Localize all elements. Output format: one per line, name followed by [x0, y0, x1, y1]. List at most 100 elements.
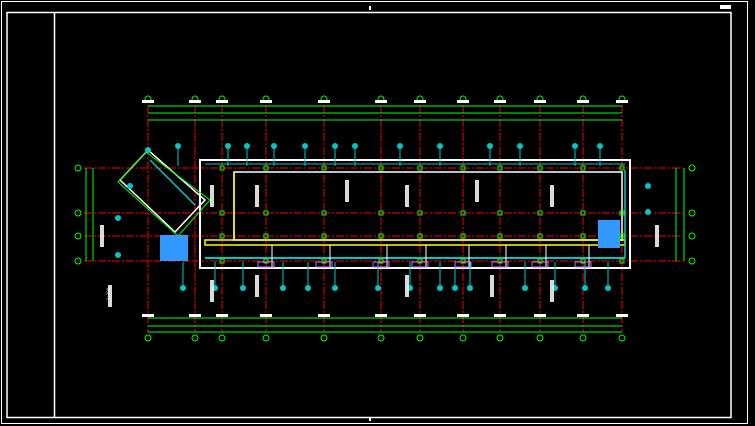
column — [460, 233, 466, 239]
annotation-text — [255, 185, 259, 207]
column — [263, 233, 269, 239]
fixture-tag-side — [127, 183, 133, 189]
column — [497, 258, 503, 264]
fixture-tag-top — [397, 143, 403, 149]
fixture-tag-side — [115, 252, 121, 258]
fixture-tag-top — [332, 143, 338, 149]
annotation-text — [405, 275, 409, 297]
column — [321, 165, 327, 171]
stair-right — [598, 220, 620, 248]
column — [460, 258, 466, 264]
fixture-tag-top — [352, 143, 358, 149]
annotation-text — [255, 275, 259, 297]
dimension-text-bottom — [375, 314, 387, 317]
angled-wing-pipe — [149, 159, 196, 206]
axis-bubble-left — [74, 209, 82, 217]
axis-bubble-right — [688, 164, 696, 172]
annotation-text — [655, 225, 659, 247]
fixture — [411, 261, 429, 268]
column — [417, 210, 423, 216]
annotation-text — [475, 180, 479, 202]
title-tag — [720, 5, 731, 9]
column — [219, 258, 225, 264]
dimension-text-top — [577, 100, 589, 103]
fixture-tag-bottom — [240, 285, 246, 291]
column — [580, 258, 586, 264]
fixture-tag-top — [175, 143, 181, 149]
axis-bubble-bottom — [496, 334, 504, 342]
fixture-tag-bottom — [467, 285, 473, 291]
axis-bubble-bottom — [320, 334, 328, 342]
column — [219, 165, 225, 171]
annotation-text — [405, 185, 409, 207]
column — [378, 210, 384, 216]
column — [263, 165, 269, 171]
fixture-tag-top — [487, 143, 493, 149]
column — [460, 165, 466, 171]
fixture-tag-top — [572, 143, 578, 149]
fixture-tag-side — [145, 147, 151, 153]
fixture-tag-bottom — [180, 285, 186, 291]
corridor — [204, 239, 626, 246]
fixture-tag-top — [244, 143, 250, 149]
annotation-text — [210, 280, 214, 302]
dimension-text-bottom — [616, 314, 628, 317]
column — [460, 210, 466, 216]
dimension-text-bottom — [414, 314, 426, 317]
axis-bubble-bottom — [377, 334, 385, 342]
dimension-text-top — [534, 100, 546, 103]
column — [537, 258, 543, 264]
fixture-tag-top — [597, 143, 603, 149]
column — [321, 258, 327, 264]
axis-bubble-right — [688, 232, 696, 240]
fixture-tag-bottom — [437, 285, 443, 291]
column — [537, 233, 543, 239]
column — [417, 258, 423, 264]
fixture-tag-bottom — [332, 285, 338, 291]
fixture-tag-bottom — [375, 285, 381, 291]
column — [321, 210, 327, 216]
dimension-text-top — [318, 100, 330, 103]
column — [497, 233, 503, 239]
column — [619, 210, 625, 216]
fixture — [531, 261, 549, 268]
annotation-text — [490, 275, 494, 297]
dimension-text-top — [142, 100, 154, 103]
axis-bubble-left — [74, 232, 82, 240]
fixture — [257, 261, 275, 268]
dimension-text-bottom — [577, 314, 589, 317]
axis-bubble-bottom — [579, 334, 587, 342]
column — [537, 210, 543, 216]
axis-bubble-bottom — [416, 334, 424, 342]
annotation-text — [108, 285, 112, 307]
axis-bubble-bottom — [191, 334, 199, 342]
axis-bubble-bottom — [144, 334, 152, 342]
dimension-text-top — [260, 100, 272, 103]
column — [580, 210, 586, 216]
axis-bubble-right — [688, 209, 696, 217]
axis-bubble-bottom — [536, 334, 544, 342]
dimension-text-top — [414, 100, 426, 103]
dimension-text-bottom — [494, 314, 506, 317]
axis-bubble-bottom — [218, 334, 226, 342]
column — [219, 233, 225, 239]
fixture — [574, 261, 592, 268]
axis-bubble-left — [74, 257, 82, 265]
fixture-tag-bottom — [452, 285, 458, 291]
column — [263, 210, 269, 216]
annotation-text — [550, 280, 554, 302]
interior-wall — [233, 171, 623, 241]
fixture-tag-bottom — [305, 285, 311, 291]
dimension-text-top — [216, 100, 228, 103]
column — [619, 258, 625, 264]
column — [619, 233, 625, 239]
fixture — [491, 261, 509, 268]
fixture — [372, 261, 390, 268]
dimension-text-bottom — [189, 314, 201, 317]
column — [263, 258, 269, 264]
fixture-tag-side — [645, 183, 651, 189]
column — [378, 258, 384, 264]
fixture-tag-top — [271, 143, 277, 149]
column — [378, 233, 384, 239]
